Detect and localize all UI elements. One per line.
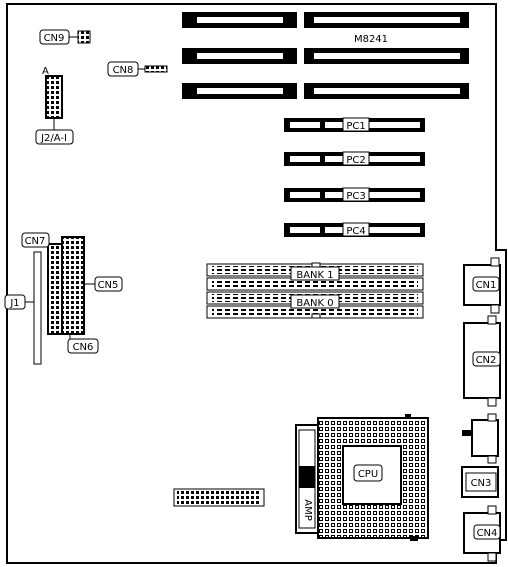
pci-slot-label-1: PC1 (346, 121, 365, 132)
j2-label: J2/A-I (40, 133, 67, 144)
chipset-label: M8241 (354, 34, 388, 45)
j2-pin-a-label: A (42, 66, 49, 77)
cn3-label: CN3 (471, 478, 492, 489)
cn8-connector: CN8 (107, 61, 168, 77)
cn6-label: CN6 (73, 342, 94, 353)
io-connectors: CN1 CN2 CN3 CN4 (461, 257, 501, 562)
bottom-header (173, 488, 265, 507)
cn4-label: CN4 (477, 528, 498, 539)
cpu-label: CPU (358, 469, 378, 480)
cn8-label: CN8 (113, 65, 134, 76)
isa-slot-1 (182, 12, 469, 28)
cpu-socket: CPU AMP (295, 414, 429, 541)
cn7-cn6-headers: CN7 CN5 CN6 (21, 232, 123, 354)
amp-label: AMP (302, 499, 313, 521)
pci-slot-2: PC2 (284, 151, 425, 166)
isa-slot-2 (182, 48, 469, 64)
cn7-label: CN7 (25, 236, 46, 247)
memory-banks: BANK 1 BANK 0 (206, 262, 424, 319)
pci-slots: PC1 PC2 PC3 PC4 (284, 117, 425, 237)
cn5-label: CN5 (98, 280, 119, 291)
bank-0-label: BANK 0 (296, 298, 333, 309)
isa-slots: M8241 (182, 12, 469, 99)
cn9-label: CN9 (44, 33, 65, 44)
pci-slot-1: PC1 (284, 117, 425, 132)
j2-jumper: A J2/A-I (35, 66, 74, 145)
pci-slot-3: PC3 (284, 187, 425, 202)
simm-row-2 (206, 277, 424, 291)
isa-slot-3 (182, 83, 469, 99)
pci-slot-4: PC4 (284, 222, 425, 237)
cn9-connector: CN9 (39, 29, 91, 45)
pci-slot-label-2: PC2 (346, 155, 365, 166)
simm-row-4 (206, 305, 424, 319)
pci-slot-label-4: PC4 (346, 226, 365, 237)
j1-label: J1 (9, 298, 19, 309)
pci-slot-label-3: PC3 (346, 191, 365, 202)
cn1-label: CN1 (476, 280, 497, 291)
j1-connector: J1 (4, 251, 42, 365)
bank-1-label: BANK 1 (296, 270, 333, 281)
cn2-label: CN2 (476, 355, 497, 366)
